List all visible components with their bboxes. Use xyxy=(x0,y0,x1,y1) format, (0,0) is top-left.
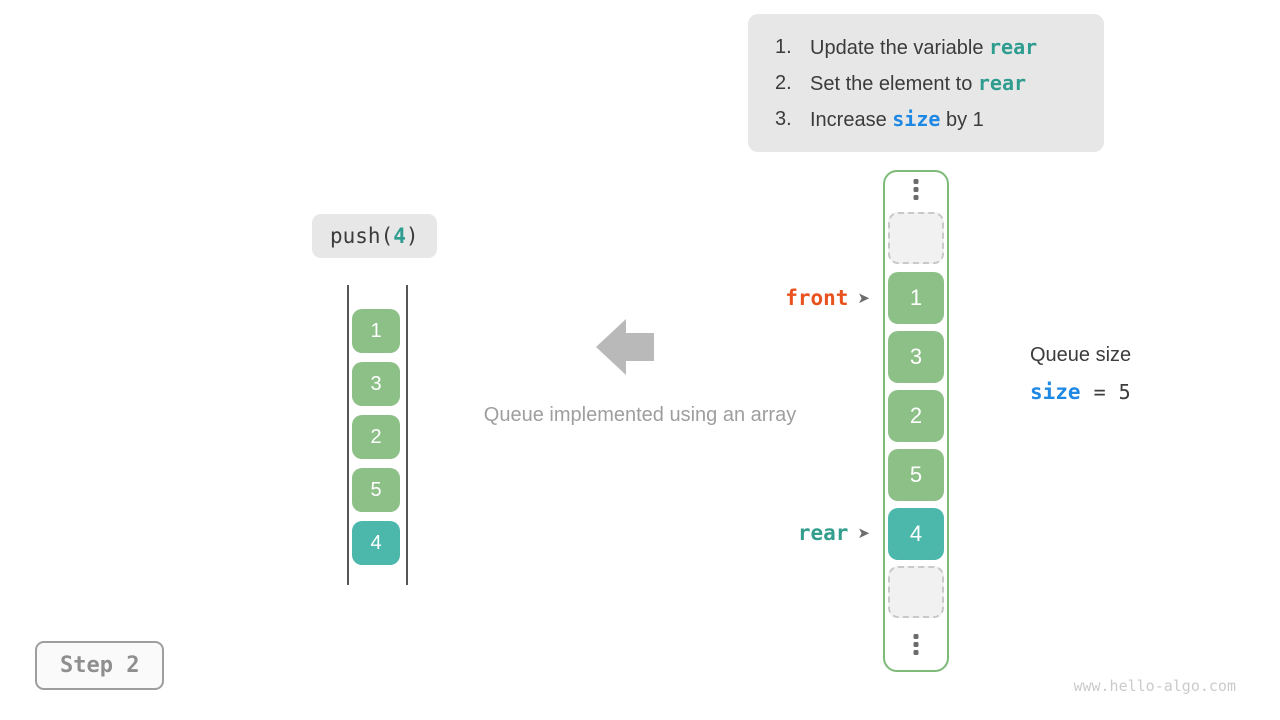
instruction-number: 2. xyxy=(775,71,792,94)
instruction-number: 3. xyxy=(775,107,792,130)
queue-rail-right xyxy=(406,285,408,585)
rear-pointer: rear ➤ xyxy=(798,521,870,545)
array-cell-rear: 4 xyxy=(888,508,944,560)
instruction-post: by 1 xyxy=(940,108,984,131)
ellipsis-dot xyxy=(913,195,919,200)
rear-pointer-label: rear xyxy=(797,521,849,545)
instruction-pre: Set the element to xyxy=(810,72,978,95)
instruction-text: Increase size by 1 xyxy=(810,107,984,132)
empty-array-slot xyxy=(888,212,944,264)
pointer-arrow-icon: ➤ xyxy=(857,289,870,307)
code-token-size: size xyxy=(892,106,941,131)
ellipsis-dot xyxy=(913,634,919,639)
instruction-text: Update the variable rear xyxy=(810,35,1037,60)
operation-argument: 4 xyxy=(393,224,406,248)
code-token-rear: rear xyxy=(989,34,1038,59)
instruction-panel: 1. Update the variable rear 2. Set the e… xyxy=(748,14,1104,152)
vertical-ellipsis-icon xyxy=(913,634,919,655)
instruction-step-1: 1. Update the variable rear xyxy=(775,29,1094,65)
pointer-arrow-icon: ➤ xyxy=(857,524,870,542)
operation-label: push(4) xyxy=(312,214,437,258)
array-cell: 1 xyxy=(888,272,944,324)
queue-rail-left xyxy=(347,285,349,585)
queue-size-title: Queue size xyxy=(1030,344,1132,366)
left-arrow-icon xyxy=(596,319,654,375)
instruction-pre: Increase xyxy=(810,108,893,131)
operation-suffix: ) xyxy=(405,224,419,248)
front-pointer: front ➤ xyxy=(785,286,870,310)
ellipsis-dot xyxy=(913,179,919,184)
diagram-caption: Queue implemented using an array xyxy=(483,404,797,426)
ellipsis-dot xyxy=(913,650,919,655)
array-cell: 5 xyxy=(888,449,944,501)
queue-element: 1 xyxy=(352,309,400,353)
queue-element: 5 xyxy=(352,468,400,512)
step-badge: Step 2 xyxy=(35,641,165,690)
watermark: www.hello-algo.com xyxy=(1073,677,1236,695)
queue-element: 2 xyxy=(352,415,400,459)
instruction-number: 1. xyxy=(775,35,792,58)
empty-array-slot xyxy=(888,566,944,618)
operation-prefix: push( xyxy=(330,224,394,248)
vertical-ellipsis-icon xyxy=(913,179,919,200)
instruction-step-3: 3. Increase size by 1 xyxy=(775,101,1094,137)
queue-element: 3 xyxy=(352,362,400,406)
equals-sign: = xyxy=(1093,380,1106,404)
instruction-pre: Update the variable xyxy=(810,36,990,59)
array-container: 1 3 2 5 4 xyxy=(883,170,949,672)
front-pointer-label: front xyxy=(785,286,849,310)
instruction-step-2: 2. Set the element to rear xyxy=(775,65,1094,101)
instruction-text: Set the element to rear xyxy=(810,71,1026,96)
ellipsis-dot xyxy=(913,642,919,647)
ellipsis-dot xyxy=(913,187,919,192)
size-variable: size xyxy=(1030,380,1081,404)
array-cell: 2 xyxy=(888,390,944,442)
arrow-head xyxy=(596,319,626,375)
queue-element-new: 4 xyxy=(352,521,400,565)
code-token-rear: rear xyxy=(977,70,1027,95)
arrow-tail xyxy=(626,333,654,361)
size-value: 5 xyxy=(1118,380,1131,404)
queue-stack: 1 3 2 5 4 xyxy=(352,309,400,565)
array-cell: 3 xyxy=(888,331,944,383)
queue-size-expression: size = 5 xyxy=(1030,380,1131,404)
queue-size-panel: Queue size size = 5 xyxy=(1030,344,1131,404)
